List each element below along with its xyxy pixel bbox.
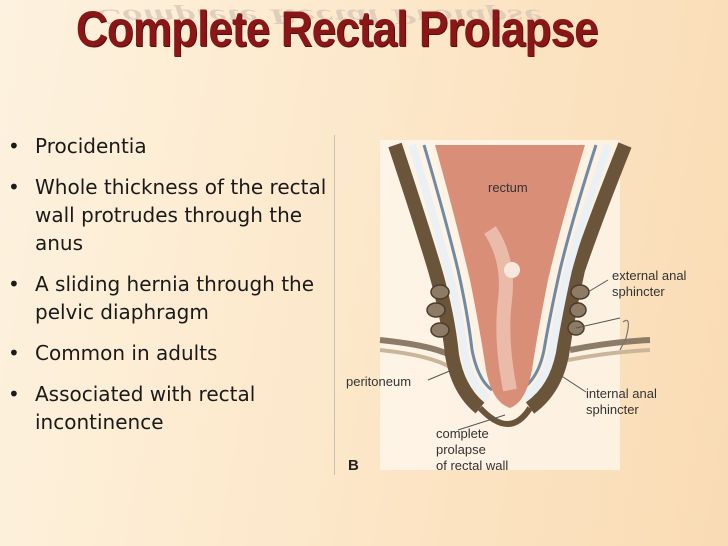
external-sphincter-left-3 xyxy=(430,322,450,338)
label-prolapse-2: prolapse xyxy=(436,442,486,457)
bullet-dot: • xyxy=(8,175,20,199)
lumen-highlight xyxy=(484,226,517,392)
label-rectum: rectum xyxy=(488,180,528,195)
bullet-item: • Whole thickness of the rectal wall prot… xyxy=(8,173,338,257)
label-external-2: sphincter xyxy=(612,284,665,299)
bullet-dot: • xyxy=(8,134,20,158)
bullet-dot: • xyxy=(8,272,20,296)
panel-label: B xyxy=(348,457,359,474)
bullet-text: Associated with rectal incontinence xyxy=(35,382,256,434)
bullet-item: • Procidentia xyxy=(8,132,338,160)
leader-internal xyxy=(559,374,587,393)
bullet-list: • Procidentia • Whole thickness of the rec… xyxy=(8,132,338,449)
submucosa-left xyxy=(422,144,493,392)
skin-right-inner xyxy=(567,348,651,362)
bullet-dot: • xyxy=(8,341,20,365)
external-sphincter-left-2 xyxy=(426,302,446,318)
leader-external-2 xyxy=(575,317,621,329)
bullet-item: • A sliding hernia through the pelvic dia… xyxy=(8,270,338,326)
external-sphincter-right-1 xyxy=(570,284,590,300)
anatomy-figure: rectum external anal sphincter peritoneu… xyxy=(340,140,728,480)
outer-layer-right xyxy=(521,143,612,402)
bullet-text: Whole thickness of the rectal wall protr… xyxy=(35,175,327,255)
label-internal-1: internal anal xyxy=(586,386,657,401)
label-prolapse-1: complete xyxy=(436,426,489,441)
external-sphincter-left-1 xyxy=(430,284,450,300)
column-divider xyxy=(334,135,335,475)
leader-external xyxy=(587,279,609,293)
outer-wall-right xyxy=(525,142,632,414)
external-sphincter-right-2 xyxy=(569,302,587,318)
bullet-text: Common in adults xyxy=(35,341,218,365)
prolapse-tip xyxy=(477,405,533,427)
bullet-dot: • xyxy=(8,382,20,406)
outer-layer-left xyxy=(408,143,491,402)
label-external-1: external anal xyxy=(612,268,687,283)
submucosa-right xyxy=(519,144,598,392)
leader-prolapse xyxy=(457,414,506,431)
bullet-text: A sliding hernia through the pelvic diap… xyxy=(35,272,315,324)
bullet-text: Procidentia xyxy=(35,134,147,158)
small-hook xyxy=(619,319,629,351)
lumen-spot xyxy=(504,262,520,278)
label-prolapse-3: of rectal wall xyxy=(436,458,508,473)
slide-title: Complete Rectal Prolapse xyxy=(75,1,599,57)
title-area: Complete Rectal Prolapse Complete Rectal… xyxy=(0,0,728,80)
skin-right xyxy=(569,337,651,353)
rectal-prolapse-diagram: rectum external anal sphincter peritoneu… xyxy=(346,140,687,474)
bullet-item: • Common in adults xyxy=(8,339,338,367)
label-peritoneum: peritoneum xyxy=(346,374,411,389)
bullet-item: • Associated with rectal incontinence xyxy=(8,380,338,436)
leader-peritoneum xyxy=(427,369,453,381)
label-internal-2: sphincter xyxy=(586,402,639,417)
